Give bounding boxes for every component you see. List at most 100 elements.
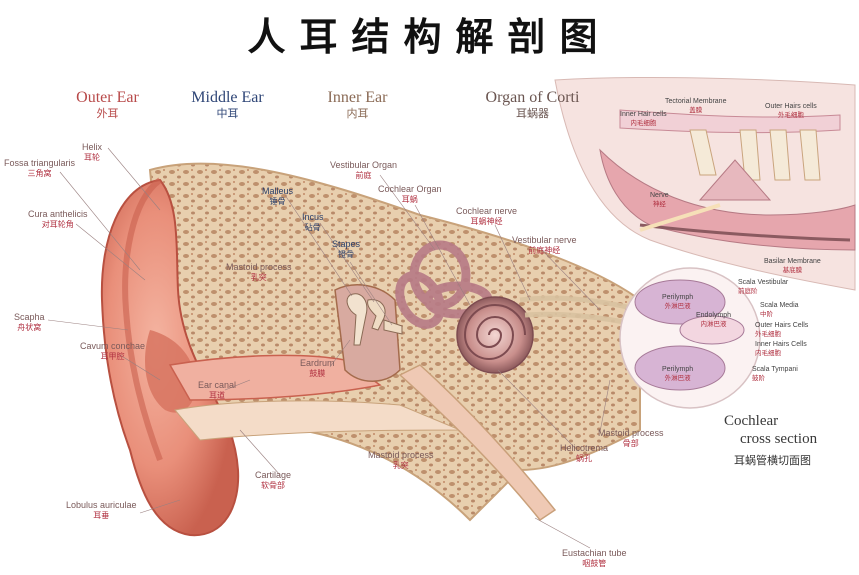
label-endolymph-zh: 内淋巴液 xyxy=(700,320,727,328)
label-scala-vestibular-en: Scala Vestibular xyxy=(738,279,789,286)
middle-ear-cavity xyxy=(334,284,401,382)
page-title: 人耳结构解剖图 xyxy=(247,15,612,59)
tectorial-membrane-shape xyxy=(619,109,841,134)
section-inner-ear-en: Inner Ear xyxy=(327,89,388,106)
label-ear-canal-en: Ear canal xyxy=(198,380,237,390)
label-stapes-en: Stapes xyxy=(332,239,361,249)
stapes-shape xyxy=(383,319,403,335)
section-organ-of-corti: Organ of Corti 耳蜗器 xyxy=(470,89,595,121)
label-scapha-zh: 舟状窝 xyxy=(17,323,42,332)
malleus-shape xyxy=(346,293,368,346)
label-incus-zh: 砧骨 xyxy=(304,223,321,232)
scala-vestibuli-shape xyxy=(634,279,726,325)
label-lobulus-zh: 耳垂 xyxy=(93,511,110,520)
label-inner-hairs-cs-zh: 内毛细胞 xyxy=(755,349,781,357)
label-outer-hair-en: Outer Hairs cells xyxy=(765,103,817,110)
label-cartilage-en: Cartilage xyxy=(255,470,292,480)
label-vestibular-nerve-zh: 前庭神经 xyxy=(528,246,561,255)
label-basilar-zh: 基底膜 xyxy=(782,266,803,274)
section-organ-of-corti-en: Organ of Corti xyxy=(485,89,580,106)
inner-bone-band xyxy=(360,235,600,360)
label-cura-zh: 对耳轮角 xyxy=(41,220,74,229)
label-fossa-en: Fossa triangularis xyxy=(4,158,76,168)
label-mastoid1-en: Mastoid process xyxy=(226,262,292,272)
label-mastoid3-en: Mastoid process xyxy=(598,428,664,438)
label-incus-en: Incus xyxy=(302,212,324,222)
label-cavum-zh: 耳甲腔 xyxy=(100,352,125,361)
leader-lines xyxy=(47,147,611,549)
incus-shape xyxy=(367,299,386,331)
label-cochlear-organ-zh: 耳蜗 xyxy=(401,195,418,204)
label-mastoid1-zh: 乳突 xyxy=(250,273,267,282)
label-vestibular-organ-zh: 前庭 xyxy=(355,171,372,180)
label-helix-en: Helix xyxy=(82,142,103,152)
label-inner-hair-en: Inner Hair cells xyxy=(620,111,667,118)
label-outer-hair-zh: 外毛细胞 xyxy=(777,111,804,119)
section-inner-ear: Inner Ear 内耳 xyxy=(310,89,405,121)
section-organ-of-corti-zh: 耳蜗器 xyxy=(516,107,549,120)
label-ear-canal-zh: 耳道 xyxy=(209,391,226,400)
label-vestibular-nerve-en: Vestibular nerve xyxy=(512,235,577,245)
scala-tympani-shape xyxy=(634,345,726,391)
label-eustachian-en: Eustachian tube xyxy=(562,548,627,558)
scala-media-shape xyxy=(679,315,745,345)
label-helicotrema-zh: 蜗孔 xyxy=(576,454,592,463)
label-endolymph-en: Endolymph xyxy=(696,312,732,319)
section-outer-ear: Outer Ear 外耳 xyxy=(60,89,155,121)
label-fossa-zh: 三角窝 xyxy=(27,169,52,178)
label-inner-hairs-cs-en: Inner Hairs Cells xyxy=(755,341,807,348)
label-helix-zh: 耳轮 xyxy=(84,153,100,162)
label-malleus-zh: 锤骨 xyxy=(269,197,286,206)
section-inner-ear-zh: 内耳 xyxy=(346,107,369,120)
label-tectorial-zh: 盖膜 xyxy=(689,106,703,114)
label-malleus-en: Malleus xyxy=(262,186,294,196)
section-middle-ear-en: Middle Ear xyxy=(191,89,264,106)
label-mastoid3-zh: 骨部 xyxy=(622,439,639,448)
label-cochlear-nerve-zh: 耳蜗神经 xyxy=(470,217,503,226)
section-outer-ear-en: Outer Ear xyxy=(76,89,139,106)
label-cochlear-nerve-en: Cochlear nerve xyxy=(456,206,518,216)
label-scapha-en: Scapha xyxy=(14,312,45,322)
label-cura-en: Cura anthelicis xyxy=(28,209,88,219)
label-perilymph-top-zh: 外淋巴液 xyxy=(664,302,691,310)
label-inner-hair-zh: 内毛细胞 xyxy=(630,119,657,127)
label-vestibular-organ-en: Vestibular Organ xyxy=(330,160,398,170)
label-perilymph-bottom-en: Perilymph xyxy=(662,366,694,373)
label-perilymph-top-en: Perilymph xyxy=(662,294,694,301)
section-middle-ear: Middle Ear 中耳 xyxy=(180,89,275,121)
label-scala-media-zh: 中阶 xyxy=(760,310,773,318)
label-cavum-en: Cavum conchae xyxy=(80,341,146,351)
tunnel-of-corti xyxy=(698,159,772,201)
basilar-membrane-shape xyxy=(639,223,851,242)
label-scala-media-en: Scala Media xyxy=(760,302,799,309)
